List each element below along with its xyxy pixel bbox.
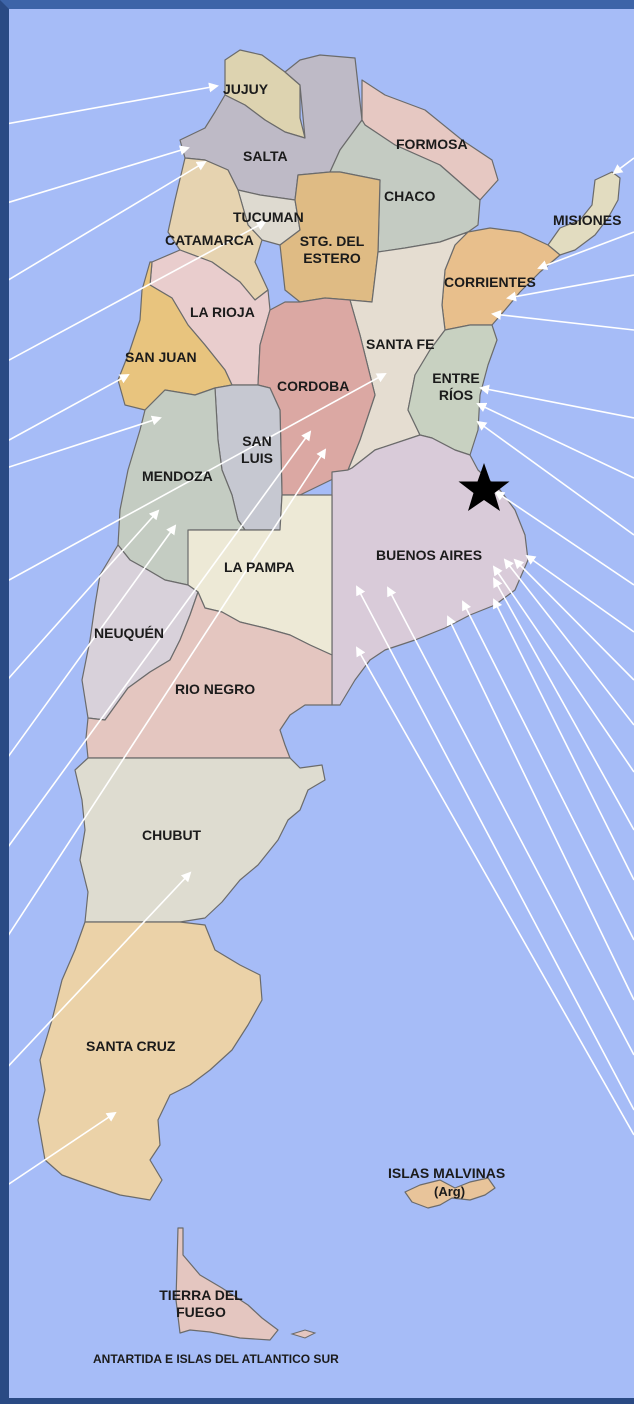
label-mendoza: MENDOZA [142,468,213,484]
province-tierra-del-fuego[interactable] [175,1227,279,1341]
label-buenos-aires: BUENOS AIRES [376,547,483,563]
arrow [513,558,634,681]
arrow [446,615,634,1001]
label-santa-fe: SANTA FE [366,336,435,352]
label-chubut: CHUBUT [142,827,202,843]
arrow [9,871,192,1067]
star-icon [458,463,510,511]
label-tucuman: TUCUMAN [233,209,304,225]
arrow [493,598,634,881]
province-rio-negro[interactable] [85,591,333,759]
label-san-juan: SAN JUAN [125,349,197,365]
arrow [9,1111,117,1185]
label-salta: SALTA [243,148,288,164]
arrow [476,402,634,479]
label-neuquen: NEUQUÉN [94,625,165,641]
arrow [462,600,634,941]
label-san-luis: SAN LUIS [241,433,273,466]
arrow [9,524,177,757]
arrow [9,82,219,125]
arrow [9,221,267,362]
label-jujuy: JUJUY [223,81,269,97]
arrow [9,374,130,441]
label-islas-malvinas-arg: (Arg) [434,1184,466,1199]
arrow [356,585,634,1111]
antarctic-islet-shape [290,1329,317,1339]
label-antartida: ANTARTIDA E ISLAS DEL ATLANTICO SUR [93,1352,339,1366]
arrow [9,145,190,204]
arrow [491,309,634,331]
arrow [612,157,634,175]
label-santa-cruz: SANTA CRUZ [86,1038,176,1054]
label-islas-malvinas: ISLAS MALVINAS [388,1165,506,1181]
arrow [356,646,634,1136]
arrow [525,554,634,633]
label-corrientes: CORRIENTES [444,274,536,290]
province-buenos-aires[interactable] [331,434,529,706]
arrow [537,231,634,270]
province-santa-cruz[interactable] [37,921,263,1201]
label-la-rioja: LA RIOJA [190,304,255,320]
label-entre-rios: ENTRE RÍOS [432,370,480,403]
arrow [494,490,634,586]
arrow [492,565,634,773]
label-stg-del-estero: STG. DEL ESTERO [299,233,365,266]
arrow [503,558,634,726]
label-la-pampa: LA PAMPA [224,559,295,575]
arrow [493,577,634,831]
label-tierra-del-fuego: TIERRA DEL FUEGO [159,1287,243,1320]
label-catamarca: CATAMARCA [165,232,254,248]
arrow [9,430,312,847]
arrow [9,160,207,281]
arrow [9,509,160,680]
arrows-group [9,82,634,1185]
label-formosa: FORMOSA [396,136,468,152]
arrow [9,448,327,936]
province-chubut[interactable] [74,757,326,923]
province-islas-malvinas[interactable] [404,1177,496,1209]
province-misiones[interactable] [547,171,621,256]
arrow [506,274,634,302]
arrow [479,384,634,419]
arrow [387,586,634,1056]
arrow [9,373,387,581]
label-rio-negro: RIO NEGRO [175,681,256,697]
arrow [476,420,634,536]
arrow [9,415,162,468]
label-cordoba: CORDOBA [277,378,350,394]
label-misiones: MISIONES [553,212,622,228]
label-chaco: CHACO [384,188,436,204]
